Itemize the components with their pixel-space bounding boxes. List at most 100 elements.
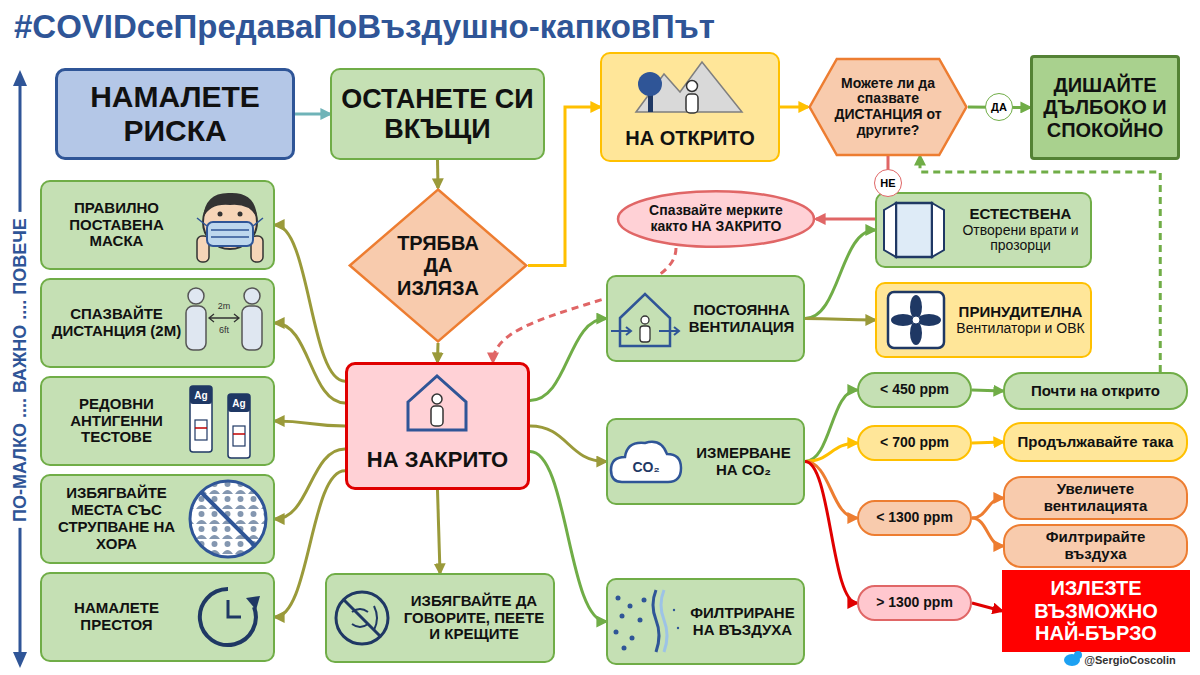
outdoor-icon xyxy=(636,62,742,113)
node-text: ДИШАЙТЕ ДЪЛБОКО И СПОКОЙНО xyxy=(1039,74,1171,141)
no-speaking-icon-part xyxy=(352,606,377,630)
process-box: РЕДОВНИ АНТИГЕННИ ТЕСТОВЕ xyxy=(40,376,275,466)
question-hexagon: Можете ли да спазвате ДИСТАНЦИЯ от други… xyxy=(808,58,968,156)
ventilation-icon xyxy=(611,294,679,346)
fan-icon xyxy=(888,292,944,348)
node-text: ИЗБЯГВАЙТЕ ДА ГОВОРИТЕ, ПЕЕТЕ И КРЕЩИТЕ xyxy=(401,593,547,643)
outdoor-icon-part xyxy=(638,72,662,96)
air-filter-icon-part xyxy=(638,618,643,623)
mask-icon-part xyxy=(207,222,253,246)
antigen-test-icon-part xyxy=(233,433,245,435)
connector xyxy=(436,343,440,362)
connector xyxy=(968,106,1030,110)
diamond-shape xyxy=(350,190,526,342)
air-filter-icon-part xyxy=(642,598,647,603)
outdoor-icon-part xyxy=(686,94,698,113)
ventilation-icon-part xyxy=(620,294,670,346)
co2-cloud-icon xyxy=(611,442,681,482)
node-text: Спазвайте мерките както НА ЗАКРИТО xyxy=(634,203,798,234)
process-box: НА ОТКРИТО xyxy=(600,52,780,162)
node-text: < 700 ppm xyxy=(865,435,964,451)
node-text: ФИЛТРИРАНЕ НА ВЪЗДУХА xyxy=(686,605,799,639)
indoor-icon-part xyxy=(432,394,442,404)
node-text: ПОСТОЯННА ВЕНТИЛАЦИЯ xyxy=(684,302,799,336)
twitter-icon-part xyxy=(1064,654,1080,666)
air-filter-icon-part xyxy=(661,590,667,652)
fan-icon-part xyxy=(912,316,920,324)
process-box: < 700 ppm xyxy=(857,425,972,461)
free-label: Ag xyxy=(194,390,207,401)
ellipse-shape xyxy=(618,191,814,247)
crowd-icon-part xyxy=(190,481,266,557)
connector xyxy=(780,106,808,109)
node-text: НА ОТКРИТО xyxy=(608,127,772,149)
process-box: Почти на открито xyxy=(1003,372,1188,410)
free-label: 6ft xyxy=(219,325,229,335)
indoor-icon xyxy=(408,376,466,430)
node-text: < 450 ppm xyxy=(865,382,964,398)
process-box: ОСТАНЕТЕ СИ ВКЪЩИ xyxy=(330,68,545,160)
mask-icon-part xyxy=(238,212,243,217)
node-text: ИЗМЕРВАНЕ НА CO₂ xyxy=(688,445,799,479)
process-box: Филтрирайте въздуха xyxy=(1003,524,1188,568)
connector xyxy=(805,390,857,462)
clock-icon-part xyxy=(228,600,241,617)
node-text: НА ЗАКРИТО xyxy=(354,448,521,473)
connector xyxy=(805,230,875,319)
crowd-icon xyxy=(190,481,266,557)
air-filter-icon-part xyxy=(614,630,619,635)
ventilation-icon-part xyxy=(640,326,650,342)
outdoor-icon-part xyxy=(636,62,742,112)
node-text: Увеличете вентилацията xyxy=(1013,481,1178,515)
hex-shape xyxy=(810,59,967,155)
antigen-test-icon-part xyxy=(195,427,207,429)
connector xyxy=(275,225,345,381)
node-text: РЕДОВНИ АНТИГЕННИ ТЕСТОВЕ xyxy=(50,396,183,446)
importance-axis xyxy=(13,70,27,668)
outdoor-icon-part xyxy=(648,92,653,112)
page-title: #COVIDсеПредаваПоВъздушно-капковПът xyxy=(14,8,715,46)
connector xyxy=(275,449,345,519)
air-filter-icon-part xyxy=(673,609,675,611)
connector xyxy=(972,518,1003,546)
fan-icon-part xyxy=(910,321,922,345)
importance-axis-part xyxy=(13,652,27,668)
fan-icon-part xyxy=(910,295,922,319)
ventilation-icon-part xyxy=(611,327,679,335)
clock-icon-part xyxy=(200,589,256,645)
node-text: < 1300 ppm xyxy=(865,510,964,526)
process-box: СПАЗВАЙТЕ ДИСТАНЦИЯ (2М) xyxy=(40,278,275,368)
fan-icon-part xyxy=(917,314,941,326)
window-icon-part xyxy=(896,203,932,257)
edge-label: НЕ xyxy=(874,169,902,197)
clock-icon-part xyxy=(246,596,260,610)
mask-icon-part xyxy=(197,218,263,237)
free-label: Ag xyxy=(232,398,245,409)
node-text: ОСТАНЕТЕ СИ ВКЪЩИ xyxy=(338,84,537,144)
node-text: ПРАВИЛНО ПОСТАВЕНА МАСКА xyxy=(50,200,183,250)
connector xyxy=(972,442,1003,443)
node-text: ИЗЛЕЗТЕ ВЪЗМОЖНО НАЙ-БЪРЗО xyxy=(1010,577,1182,644)
air-filter-icon-part xyxy=(622,646,627,651)
mask-icon-part xyxy=(197,236,209,262)
outdoor-icon-part xyxy=(687,81,698,92)
fan-icon-part xyxy=(888,292,944,348)
node-text: НАМАЛЕТЕ ПРЕСТОЯ xyxy=(50,600,183,634)
process-box: ПРИНУДИТЕЛНАВентилатори и ОВК xyxy=(875,282,1092,358)
air-filter-icon-part xyxy=(630,636,635,641)
air-filter-icon xyxy=(614,590,680,652)
process-box: Увеличете вентилацията xyxy=(1003,476,1188,520)
indoor-icon-part xyxy=(408,376,466,430)
air-filter-icon-part xyxy=(628,604,633,609)
node-text: > 1300 ppm xyxy=(865,595,964,611)
antigen-test-icon-part xyxy=(233,426,245,446)
clock-icon xyxy=(200,589,260,645)
window-icon xyxy=(884,203,944,257)
free-label: @SergioCoscolin xyxy=(1084,654,1175,666)
window-icon-part xyxy=(884,203,944,257)
connector xyxy=(805,462,857,519)
mask-icon-part xyxy=(203,193,257,218)
air-filter-icon-part xyxy=(653,590,659,652)
twitter-icon-part xyxy=(1074,651,1082,659)
